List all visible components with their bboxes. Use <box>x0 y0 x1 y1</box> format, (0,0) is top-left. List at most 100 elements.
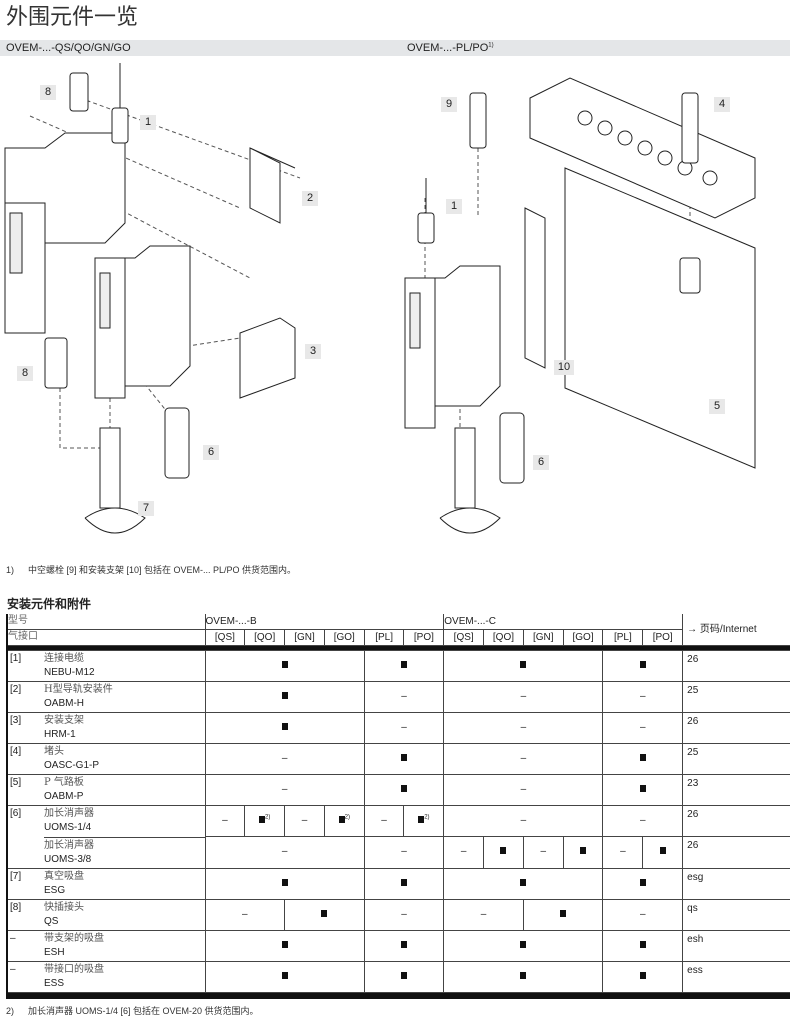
not-available-mark: – <box>443 681 604 713</box>
available-mark: 2) <box>323 805 365 837</box>
not-available-mark: – <box>602 836 644 869</box>
port-header: [QO] <box>483 629 524 646</box>
item-cell: [4] 堵头 OASC-G1-P <box>8 743 206 775</box>
square-icon <box>400 754 407 761</box>
not-available-mark: – <box>522 836 564 869</box>
header-divider <box>8 645 790 651</box>
available-mark <box>204 681 365 713</box>
available-mark <box>443 960 604 993</box>
item-code: QS <box>44 915 59 927</box>
square-icon <box>580 847 587 855</box>
available-mark <box>562 836 604 869</box>
available-mark <box>363 929 445 962</box>
accessories-table-wrapper: 型号 OVEM-...-B OVEM-...-C → 页码/Internet 气… <box>6 614 790 1017</box>
header-row-type: 型号 OVEM-...-B OVEM-...-C → 页码/Internet <box>8 614 790 646</box>
square-icon <box>639 940 646 948</box>
bar-left-label: OVEM-...-QS/QO/GN/GO <box>6 42 131 54</box>
square-icon <box>520 661 527 668</box>
callout-8-top: 8 <box>40 85 56 100</box>
item-code: ESS <box>44 977 65 989</box>
port-header: [PL] <box>602 629 644 646</box>
item-name: 堵头 <box>44 746 64 757</box>
item-name: 加长消声器 <box>44 808 94 819</box>
available-mark <box>363 960 445 993</box>
available-mark <box>602 929 684 962</box>
square-icon <box>338 816 345 823</box>
square-icon <box>639 971 646 979</box>
item-code: UOMS-1/4 <box>44 822 92 833</box>
square-icon <box>418 816 425 823</box>
item-name: 安装支架 <box>44 715 84 726</box>
item-number: [6] <box>10 808 22 819</box>
not-available-mark: – <box>443 898 524 931</box>
item-number: [4] <box>10 746 22 757</box>
item-name: 加长消声器 <box>44 839 94 851</box>
not-available-mark: – <box>602 805 684 837</box>
port-header: [GO] <box>562 629 604 646</box>
port-header: [QO] <box>244 629 286 646</box>
not-available-mark: – <box>443 836 485 869</box>
header-row-ports: 气接口 [QS][QO][GN][GO][PL][PO][QS][QO][GN]… <box>8 629 790 646</box>
item-cell: [6] 加长消声器 UOMS-1/4 <box>8 805 206 837</box>
item-code: ESH <box>44 946 65 958</box>
right-assembly <box>404 77 756 534</box>
section-title: 安装元件和附件 <box>7 597 92 611</box>
square-icon <box>520 878 527 886</box>
available-mark <box>363 867 445 900</box>
bar-right-text: OVEM-...-PL/PO <box>407 42 489 54</box>
port-header: [GN] <box>522 629 564 646</box>
not-available-mark: – <box>284 805 325 837</box>
square-icon <box>281 692 288 699</box>
page-reference: ess <box>682 960 790 993</box>
footnote-ref: 2) <box>265 814 271 821</box>
port-header: [PL] <box>363 629 405 646</box>
callout-9: 9 <box>441 97 457 112</box>
available-mark <box>204 867 365 900</box>
section-bar: OVEM-...-QS/QO/GN/GO OVEM-...-PL/PO1) <box>0 40 790 56</box>
callout-5: 5 <box>709 399 725 414</box>
not-available-mark: – <box>204 898 286 931</box>
item-number: [8] <box>10 901 22 913</box>
available-mark <box>204 712 365 744</box>
not-available-mark: – <box>602 712 684 744</box>
page-title: 外围元件一览 <box>6 5 139 30</box>
not-available-mark: – <box>363 712 445 744</box>
port-header: [PO] <box>642 629 684 646</box>
square-icon <box>560 909 567 917</box>
square-icon <box>639 878 646 886</box>
left-assembly <box>4 63 301 534</box>
available-mark <box>443 650 604 682</box>
not-available-mark: – <box>363 836 445 869</box>
available-mark <box>204 650 365 682</box>
available-mark <box>204 929 365 962</box>
available-mark <box>642 836 684 869</box>
footnote-ref: 2) <box>424 814 430 821</box>
page-reference: 26 <box>682 712 790 744</box>
item-code: OASC-G1-P <box>44 760 100 771</box>
not-available-mark: – <box>204 836 365 869</box>
item-code: NEBU-M12 <box>44 667 95 678</box>
page-header: → 页码/Internet <box>682 614 790 646</box>
not-available-mark: – <box>363 898 445 931</box>
callout-6-right: 6 <box>533 455 549 470</box>
item-number: [2] <box>10 684 22 695</box>
item-number: – <box>10 963 16 975</box>
page-reference: 23 <box>682 774 790 806</box>
callout-4: 4 <box>714 97 730 112</box>
square-icon <box>400 785 407 792</box>
square-icon <box>639 785 646 792</box>
page-reference: 26 <box>682 805 790 837</box>
port-header: [PO] <box>403 629 445 646</box>
port-header: [GN] <box>284 629 325 646</box>
port-header: [QS] <box>204 629 246 646</box>
square-icon <box>281 661 288 668</box>
available-mark: 2) <box>244 805 286 837</box>
